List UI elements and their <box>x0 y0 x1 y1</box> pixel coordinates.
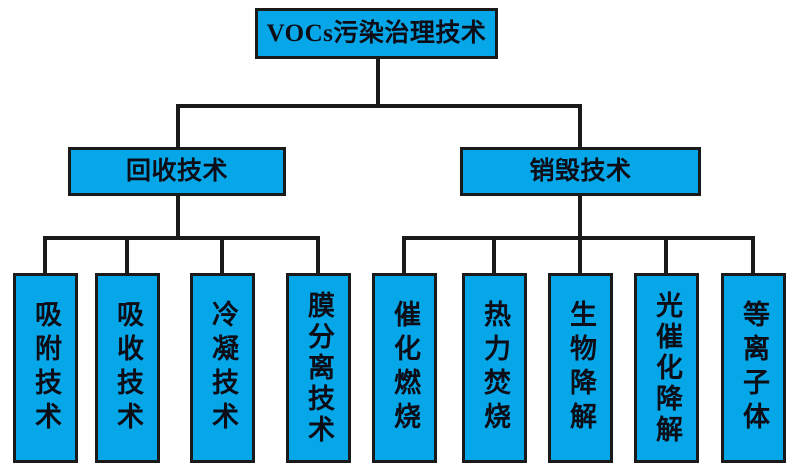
node-leaf-absorption[interactable]: 吸收技术 <box>95 273 160 463</box>
node-branch-recovery[interactable]: 回收技术 <box>68 147 286 196</box>
node-leaf-photocatalytic-degradation-label: 光催化降解 <box>652 290 682 446</box>
node-leaf-biodegradation[interactable]: 生物降解 <box>548 273 613 463</box>
node-leaf-thermal-incineration-label: 热力焚烧 <box>480 300 510 436</box>
node-leaf-catalytic-combustion[interactable]: 催化燃烧 <box>372 273 437 463</box>
node-leaf-plasma-label: 等离子体 <box>739 300 769 436</box>
node-leaf-condensation-label: 冷凝技术 <box>208 300 238 436</box>
node-branch-destruction[interactable]: 销毁技术 <box>460 147 701 196</box>
node-root[interactable]: VOCs污染治理技术 <box>255 8 498 59</box>
node-leaf-catalytic-combustion-label: 催化燃烧 <box>390 300 420 436</box>
node-leaf-photocatalytic-degradation[interactable]: 光催化降解 <box>634 273 699 463</box>
node-branch-recovery-label: 回收技术 <box>125 158 228 185</box>
node-leaf-membrane-separation-label: 膜分离技术 <box>304 290 334 446</box>
node-leaf-absorption-label: 吸收技术 <box>113 300 143 436</box>
node-leaf-thermal-incineration[interactable]: 热力焚烧 <box>462 273 527 463</box>
node-leaf-adsorption-label: 吸附技术 <box>31 300 61 436</box>
node-branch-destruction-label: 销毁技术 <box>529 158 632 185</box>
node-leaf-condensation[interactable]: 冷凝技术 <box>190 273 255 463</box>
node-leaf-plasma[interactable]: 等离子体 <box>721 273 786 463</box>
node-leaf-adsorption[interactable]: 吸附技术 <box>13 273 78 463</box>
node-root-label: VOCs污染治理技术 <box>266 20 487 47</box>
node-leaf-biodegradation-label: 生物降解 <box>566 300 596 436</box>
node-leaf-membrane-separation[interactable]: 膜分离技术 <box>286 273 351 463</box>
